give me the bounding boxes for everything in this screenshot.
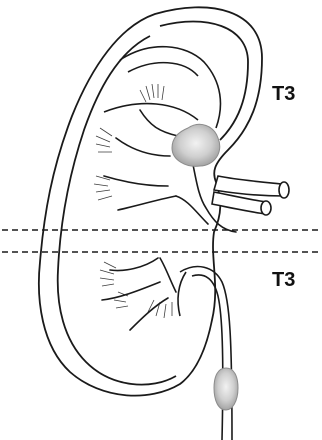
- renal-vein-opening: [279, 182, 289, 198]
- upper-pole-fold: [104, 47, 220, 128]
- ureter-tumor: [214, 368, 238, 410]
- papillae-tufts: [94, 84, 172, 318]
- upper-stage-label: T3: [272, 83, 295, 105]
- renal-artery-opening: [261, 201, 271, 215]
- renal-vessels: [212, 176, 289, 215]
- lower-stage-label: T3: [272, 269, 295, 291]
- sinus-tumor: [172, 124, 220, 166]
- ureter: [178, 267, 232, 440]
